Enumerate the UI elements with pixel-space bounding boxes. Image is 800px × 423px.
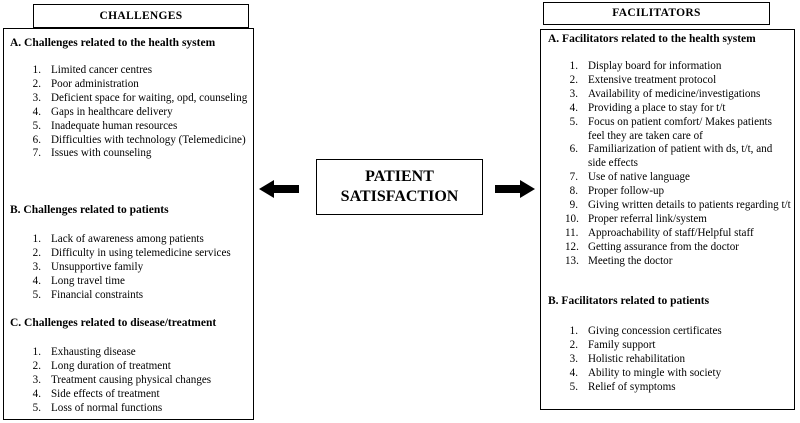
facilitators-panel (540, 29, 795, 410)
left-arrow-icon (259, 180, 299, 198)
list-item: 1.Limited cancer centres (32, 64, 153, 76)
list-item: 5.Loss of normal functions (32, 401, 163, 414)
facilitators-section-a-heading: A. Facilitators related to the health sy… (548, 33, 756, 45)
list-item: 4.Providing a place to stay for t/t (569, 101, 726, 114)
list-item: 6.Difficulties with technology (Telemedi… (32, 133, 246, 146)
challenges-section-a-heading: A. Challenges related to the health syst… (10, 37, 216, 49)
center-title-line1: PATIENT (365, 168, 434, 185)
list-item: 10.Proper referral link/system (565, 212, 707, 225)
list-item: 3.Unsupportive family (32, 260, 144, 273)
list-item: 5.Focus on patient comfort/ Makes patien… (569, 115, 772, 142)
list-item: 1.Exhausting disease (32, 346, 136, 358)
facilitators-section-a-list: 1.Display board for information 2.Extens… (565, 60, 791, 269)
list-item: 4.Side effects of treatment (32, 387, 160, 400)
list-item: 1.Display board for information (569, 60, 722, 72)
list-item: 2.Extensive treatment protocol (569, 73, 717, 86)
list-item: 6.Familiarization of patient with ds, t/… (569, 143, 773, 170)
list-item: 5.Inadequate human resources (32, 119, 178, 132)
list-item: 7.Use of native language (569, 171, 690, 184)
list-item: 7.Issues with counseling (32, 147, 152, 160)
facilitators-section-b-list: 1.Giving concession certificates 2.Famil… (565, 325, 791, 395)
challenges-section-a-list: 1.Limited cancer centres 2.Poor administ… (28, 64, 250, 161)
challenges-panel (3, 28, 254, 420)
list-item: 2.Poor administration (32, 77, 139, 90)
list-item: 4.Long travel time (32, 274, 125, 287)
facilitators-title-box: FACILITATORS (543, 2, 770, 25)
challenges-title-box: CHALLENGES (33, 4, 249, 28)
list-item: 4.Ability to mingle with society (569, 366, 722, 379)
list-item: 3.Deficient space for waiting, opd, coun… (32, 91, 248, 104)
challenges-title: CHALLENGES (99, 10, 183, 22)
list-item: 3.Availability of medicine/investigation… (569, 87, 761, 100)
facilitators-title: FACILITATORS (612, 7, 701, 19)
list-item: 2.Family support (569, 338, 656, 351)
list-item: 5.Relief of symptoms (569, 380, 676, 393)
list-item: 2.Long duration of treatment (32, 359, 171, 372)
list-item: 12.Getting assurance from the doctor (565, 240, 739, 253)
list-item: 1.Lack of awareness among patients (32, 233, 204, 245)
list-item: 4.Gaps in healthcare delivery (32, 105, 173, 118)
right-arrow-icon (495, 180, 535, 198)
list-item: 2.Difficulty in using telemedicine servi… (32, 246, 231, 259)
challenges-section-b-list: 1.Lack of awareness among patients 2.Dif… (28, 233, 250, 303)
list-item: 9.Giving written details to patients reg… (569, 199, 791, 212)
list-item: 11.Approachability of staff/Helpful staf… (565, 226, 754, 239)
challenges-section-c-list: 1.Exhausting disease 2.Long duration of … (28, 346, 250, 416)
challenges-section-c-heading: C. Challenges related to disease/treatme… (10, 317, 217, 329)
list-item: 8.Proper follow-up (569, 185, 665, 198)
challenges-section-b-heading: B. Challenges related to patients (10, 204, 169, 216)
list-item: 13.Meeting the doctor (565, 254, 673, 267)
list-item: 1.Giving concession certificates (569, 325, 722, 337)
patient-satisfaction-box: PATIENT SATISFACTION (316, 159, 483, 215)
list-item: 5.Financial constraints (32, 288, 144, 301)
list-item: 3.Treatment causing physical changes (32, 373, 212, 386)
facilitators-section-b-heading: B. Facilitators related to patients (548, 295, 710, 307)
list-item: 3.Holistic rehabilitation (569, 352, 686, 365)
center-title-line2: SATISFACTION (340, 188, 459, 205)
